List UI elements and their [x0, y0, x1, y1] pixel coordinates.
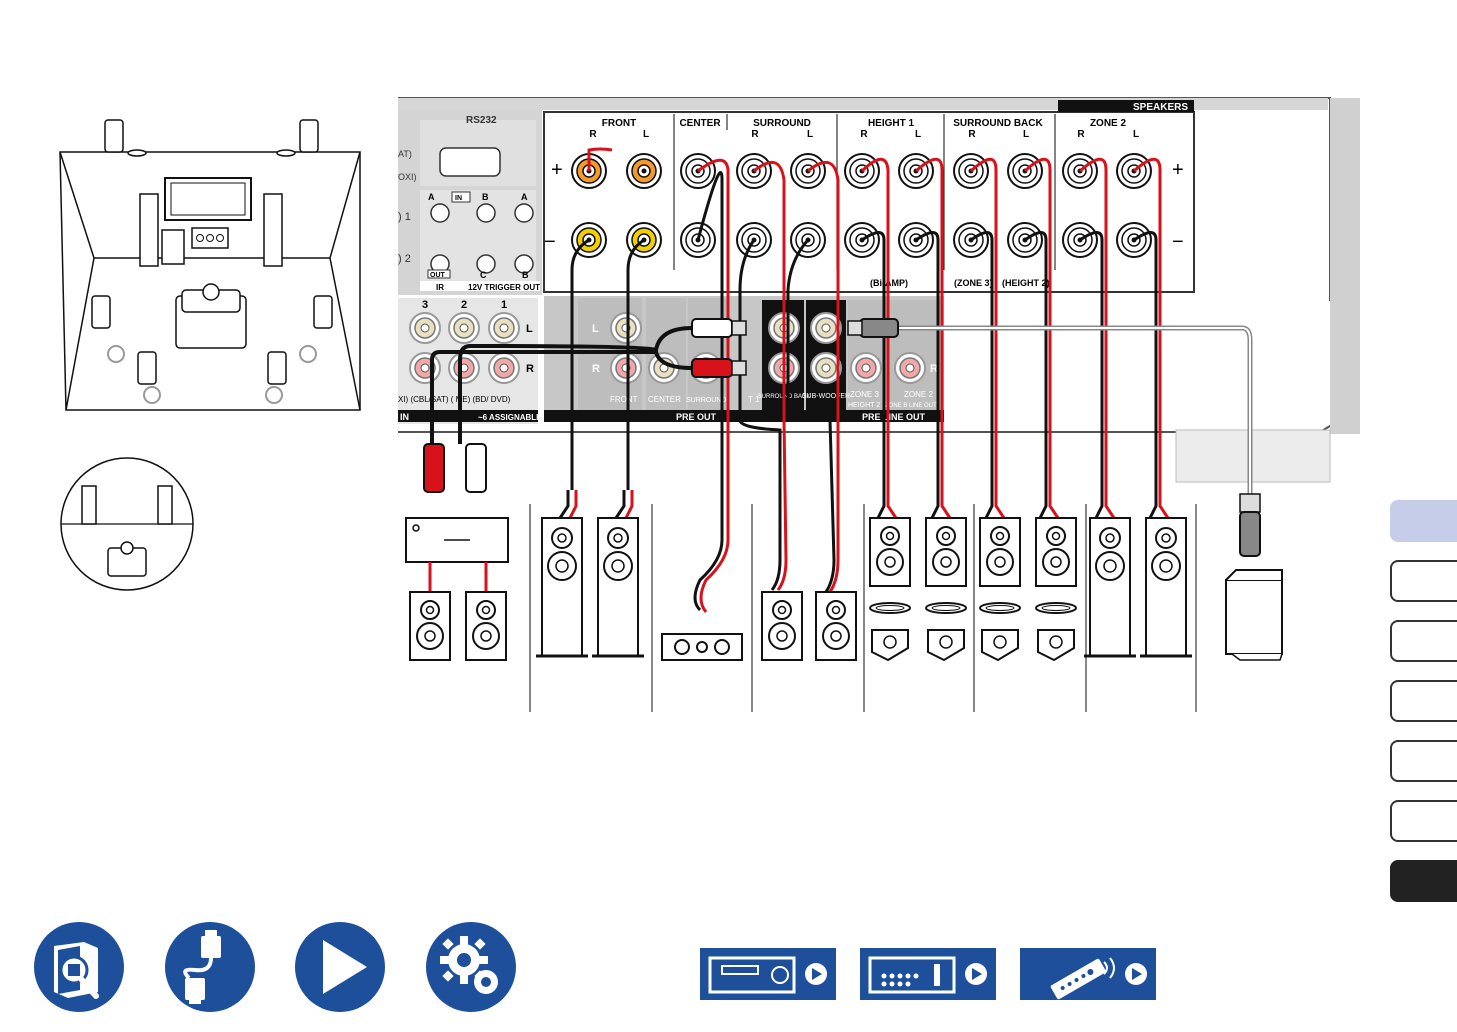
side-tab-1[interactable]: [1390, 500, 1457, 542]
pre-out-r2-label: R: [930, 363, 938, 375]
surround-back-l-label: L: [1023, 129, 1029, 140]
setup-button[interactable]: [426, 922, 516, 1012]
side-tab-2[interactable]: [1390, 560, 1457, 602]
speaker-cables: [430, 147, 1253, 613]
trigger-out-label: OUT: [430, 272, 446, 279]
playback-button[interactable]: [295, 922, 385, 1012]
speakers-banner: SPEAKERS: [1133, 102, 1188, 113]
zone2-l-label: L: [1133, 129, 1139, 140]
edge-label-4: ) 2: [398, 253, 411, 265]
height1-l-label: L: [915, 129, 921, 140]
pre-out-center-label: CENTER: [648, 395, 681, 404]
trigger-b2-label: B: [522, 270, 529, 280]
rear-panel-reference-button[interactable]: [860, 948, 996, 1000]
trigger-a-label: A: [428, 192, 435, 202]
zone2-room-inset: [60, 457, 194, 591]
front-r-label: R: [589, 129, 597, 140]
height1-r-label: R: [860, 129, 868, 140]
rear-panel-icon: [868, 956, 987, 994]
plus-left: +: [551, 159, 563, 181]
pre-out-height2-label: HEIGHT 2: [848, 402, 880, 409]
pre-out-subwoofer-label: SUB-WOOFER: [802, 393, 850, 400]
pre-out-l-label: L: [592, 323, 599, 335]
side-tab-5[interactable]: [1390, 740, 1457, 782]
trigger-c-label: C: [480, 270, 487, 280]
pre-out-t1-label: T 1: [748, 395, 760, 404]
rs232-label: RS232: [466, 115, 497, 126]
front-panel-icon: [708, 956, 827, 994]
setup-gear-icon: [440, 936, 498, 994]
front-panel-reference-button[interactable]: [700, 948, 836, 1000]
edge-label-3: ) 1: [398, 211, 411, 223]
input-2-label: 2: [461, 299, 467, 311]
input-footer-assign: ~6 ASSIGNABLE): [478, 413, 544, 422]
room-layout-illustration: [59, 119, 361, 411]
trigger-a2-label: A: [521, 192, 528, 202]
playback-icon: [323, 940, 367, 994]
channel-center-label: CENTER: [679, 118, 721, 129]
connections-button[interactable]: [165, 922, 255, 1012]
height2-sub-label: (HEIGHT 2): [1002, 278, 1050, 288]
plus-right: +: [1172, 159, 1184, 181]
minus-left: −: [544, 231, 556, 253]
trigger-out-footer: 12V TRIGGER OUT: [468, 283, 540, 292]
pre-out-front-label: FRONT: [610, 395, 638, 404]
input-3-label: 3: [422, 299, 428, 311]
zone2-r-label: R: [1077, 129, 1085, 140]
input-l-label: L: [526, 323, 533, 335]
channel-surround-label: SURROUND: [753, 118, 811, 129]
manual-contents-icon: [54, 942, 99, 999]
trigger-in-label: IN: [455, 195, 462, 202]
edge-label-1: AT): [398, 149, 412, 159]
rca-plugs: [423, 318, 1261, 557]
channel-zone2-label: ZONE 2: [1090, 118, 1127, 129]
pre-out-surround-label: SURROUND: [686, 397, 726, 404]
side-tab-4[interactable]: [1390, 680, 1457, 722]
pre-out-footer: PRE OUT: [676, 412, 717, 422]
channel-height1-label: HEIGHT 1: [868, 118, 915, 129]
minus-right: −: [1172, 231, 1184, 253]
side-tab-7[interactable]: [1390, 860, 1457, 902]
speaker-group-dividers: [529, 504, 1197, 712]
ir-label: IR: [436, 283, 444, 292]
trigger-b-label: B: [482, 192, 489, 202]
front-l-label: L: [643, 129, 649, 140]
pre-out-zone2-label: ZONE 2: [904, 390, 933, 399]
pre-out-r-label: R: [592, 363, 600, 375]
surround-back-r-label: R: [968, 129, 976, 140]
surround-l-label: L: [807, 129, 813, 140]
connections-icon: [183, 930, 221, 1004]
edge-label-2: OXI): [398, 172, 417, 182]
receiver-rear-panel: SPEAKERS RS232 A IN B A OUT C B IR 12V T…: [398, 97, 1360, 483]
input-footer-in: IN: [400, 412, 409, 422]
input-names-label: XI) (CBL/SAT) ( ME) (BD/ DVD): [398, 395, 511, 404]
channel-front-label: FRONT: [602, 118, 636, 129]
remote-control-reference-button[interactable]: [1020, 948, 1156, 1000]
side-tab-3[interactable]: [1390, 620, 1457, 662]
connected-speakers: [405, 490, 1283, 661]
pre-line-out-footer: PRE LINE OUT: [862, 412, 926, 422]
input-1-label: 1: [501, 299, 507, 311]
pre-out-zone3-label: ZONE 3: [850, 390, 879, 399]
channel-surround-back-label: SURROUND BACK: [953, 118, 1043, 129]
manual-contents-button[interactable]: [34, 922, 124, 1012]
pre-out-lineout-label: ZONE B LINE OUT: [885, 403, 937, 409]
surround-r-label: R: [751, 129, 759, 140]
zone3-sub-label: (ZONE 3): [954, 278, 993, 288]
input-r-label: R: [526, 363, 534, 375]
remote-control-icon: [1050, 957, 1147, 1000]
side-tab-6[interactable]: [1390, 800, 1457, 842]
